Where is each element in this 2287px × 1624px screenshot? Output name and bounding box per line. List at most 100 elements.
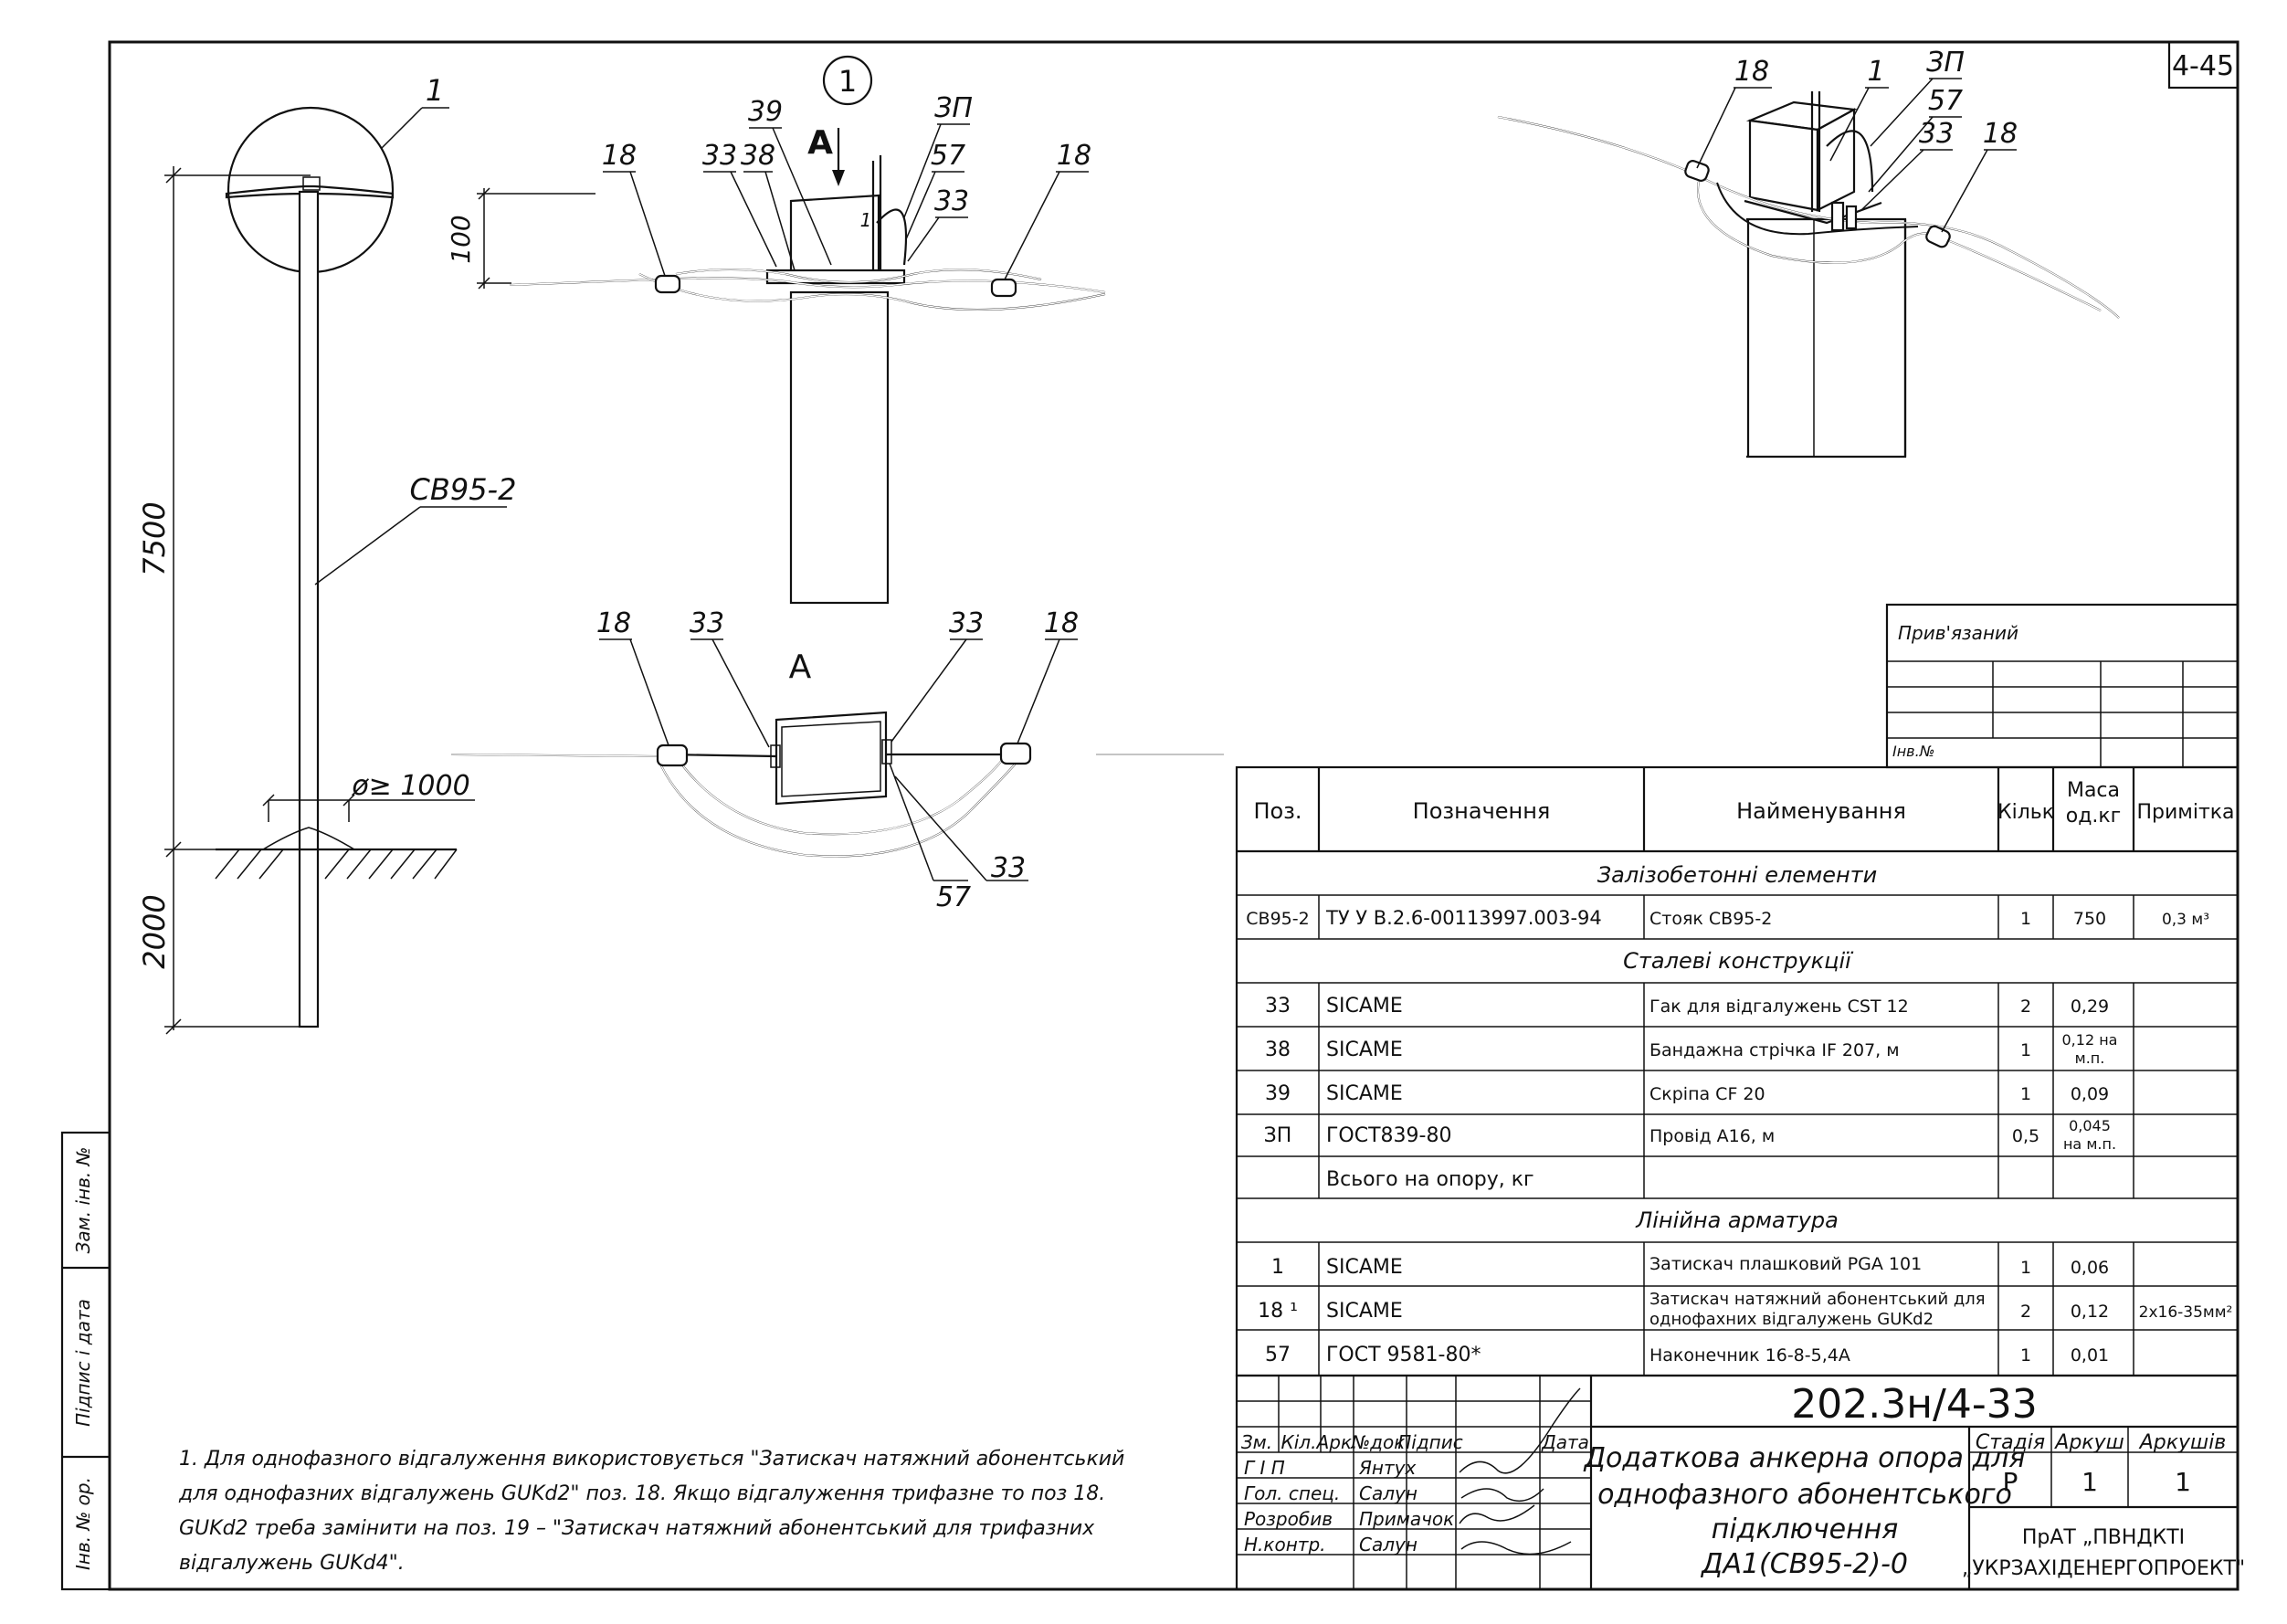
iso-label-1: 1 <box>1867 56 1884 88</box>
spec-head-name: Найменування <box>1736 798 1906 824</box>
note-line-3: GUKd2 треба замінити на поз. 19 – "Затис… <box>179 1517 1095 1540</box>
d1-label-38: 38 <box>741 140 775 172</box>
tb-role-2: Гол. спец. <box>1244 1482 1340 1504</box>
notes: 1. Для однофазного відгалуження використ… <box>178 1448 1124 1575</box>
iso-label-57: 57 <box>1928 85 1963 117</box>
doc-title-2: однофазного абонентського <box>1597 1479 2012 1511</box>
tb-name-3: Примачок <box>1359 1508 1454 1530</box>
note-line-4: відгалужень GUKd4". <box>179 1552 405 1575</box>
doc-title-4: ДА1(СВ95-2)-0 <box>1700 1548 1908 1580</box>
svg-text:1: 1 <box>1271 1256 1284 1279</box>
approval-box: Прив'язаний Інв.№ <box>1885 603 2240 769</box>
spec-section-1: Залізобетонні елементи <box>1597 862 1877 888</box>
spec-section-2: Сталеві конструкції <box>1623 948 1854 974</box>
pole-mark: СВ95-2 <box>410 472 517 507</box>
d1-label-18b: 18 <box>1057 140 1091 172</box>
detail-1-front: 1 A 1 100 <box>446 55 1106 605</box>
note-line-2: для однофазних відгалужень GUKd2" поз. 1… <box>178 1482 1105 1505</box>
svg-text:ГОСТ839-80: ГОСТ839-80 <box>1326 1124 1451 1147</box>
approval-inv: Інв.№ <box>1892 743 1934 760</box>
svg-text:Затискач плашковий PGA 101: Затискач плашковий PGA 101 <box>1649 1254 1922 1274</box>
table-row: Всього на опору, кг <box>1237 1168 2238 1199</box>
tb-name-4: Салун <box>1359 1534 1418 1555</box>
tb-name-2: Салун <box>1359 1482 1418 1504</box>
svg-text:0,3 м³: 0,3 м³ <box>2162 911 2209 929</box>
iso-label-18b: 18 <box>1983 118 2018 150</box>
org-1: ПрАТ „ПВНДКТІ <box>2022 1526 2185 1549</box>
svg-text:Гак для відгалужень CST 12: Гак для відгалужень CST 12 <box>1649 997 1909 1017</box>
svg-text:2: 2 <box>2020 1302 2031 1322</box>
table-row: 33 SICAME Гак для відгалужень CST 12 2 0… <box>1237 995 2238 1028</box>
table-row: ЗП ГОСТ839-80 Провід А16, м 0,5 0,045 на… <box>1237 1117 2238 1157</box>
svg-text:33: 33 <box>1265 995 1291 1018</box>
svg-text:2: 2 <box>2020 997 2031 1017</box>
spec-head-mass-1: Маса <box>2067 779 2120 802</box>
tb-head-ark: Арк. <box>1315 1431 1358 1453</box>
height-below-dim: 2000 <box>137 894 172 968</box>
d1-label-18a: 18 <box>602 140 637 172</box>
svg-text:18 ¹: 18 ¹ <box>1258 1300 1298 1323</box>
spec-head-qty: Кільк <box>1997 801 2054 824</box>
svg-text:SICAME: SICAME <box>1326 1082 1403 1105</box>
va-label-33b: 33 <box>949 607 984 639</box>
title-block: 202.3н/4-33 Зм. Кіл. Арк. №док. Підпис Д… <box>1235 1374 2245 1591</box>
svg-text:1: 1 <box>2020 1345 2031 1366</box>
sheet-head: Аркуш <box>2053 1431 2124 1454</box>
approval-title: Прив'язаний <box>1898 622 2018 644</box>
va-label-33a: 33 <box>690 607 724 639</box>
view-a: A 18 33 33 18 57 <box>450 607 1224 913</box>
d1-label-33a: 33 <box>702 140 737 172</box>
svg-text:1: 1 <box>2020 909 2031 929</box>
svg-text:1: 1 <box>2020 1040 2031 1060</box>
svg-text:ТУ У В.2.6-00113997.003-94: ТУ У В.2.6-00113997.003-94 <box>1325 907 1602 929</box>
svg-text:39: 39 <box>1265 1082 1291 1105</box>
doc-title-3: підключення <box>1712 1513 1899 1545</box>
note-line-1: 1. Для однофазного відгалуження використ… <box>179 1448 1124 1471</box>
view-arrow-label: A <box>807 124 833 162</box>
side-stamp-2: Підпис і дата <box>72 1299 94 1427</box>
va-label-57: 57 <box>936 881 971 913</box>
svg-text:0,12 на: 0,12 на <box>2062 1031 2118 1049</box>
svg-text:Скріпа CF 20: Скріпа CF 20 <box>1649 1084 1765 1104</box>
iso-label-3p: ЗП <box>1926 47 1965 79</box>
iso-label-33: 33 <box>1919 118 1954 150</box>
pole-elevation: 1 СВ95-2 7500 2000 <box>137 73 517 1035</box>
height-above-dim: 7500 <box>137 501 172 575</box>
svg-text:38: 38 <box>1265 1039 1291 1061</box>
svg-text:ГОСТ 9581-80*: ГОСТ 9581-80* <box>1326 1344 1481 1366</box>
svg-text:0,12: 0,12 <box>2071 1302 2109 1322</box>
table-row: 39 SICAME Скріпа CF 20 1 0,09 <box>1237 1082 2238 1115</box>
svg-text:Бандажна стрічка IF 207, м: Бандажна стрічка IF 207, м <box>1649 1040 1900 1060</box>
dim-100: 100 <box>446 215 476 263</box>
diameter-dim: ø≥ 1000 <box>351 770 469 802</box>
spec-head-designation: Позначення <box>1413 798 1551 824</box>
table-row: 57 ГОСТ 9581-80* Наконечник 16-8-5,4А 1 … <box>1265 1344 2109 1366</box>
svg-text:0,045: 0,045 <box>2069 1117 2111 1134</box>
svg-text:0,5: 0,5 <box>2012 1126 2039 1146</box>
svg-text:0,09: 0,09 <box>2071 1084 2109 1104</box>
tb-name-1: Янтух <box>1358 1457 1416 1479</box>
svg-text:SICAME: SICAME <box>1326 1300 1403 1323</box>
svg-text:0,01: 0,01 <box>2071 1345 2109 1366</box>
iso-view: 18 1 ЗП 57 33 18 <box>1497 47 2120 459</box>
table-row: 38 SICAME Бандажна стрічка IF 207, м 1 0… <box>1237 1031 2238 1071</box>
sheets-head: Аркушів <box>2138 1431 2227 1454</box>
iso-label-18a: 18 <box>1734 56 1769 88</box>
svg-text:1: 1 <box>2020 1084 2031 1104</box>
stage-value: Р <box>2003 1467 2018 1497</box>
tb-head-kil: Кіл. <box>1281 1431 1317 1453</box>
stage-head: Стадія <box>1976 1431 2045 1454</box>
detail-1-circle-number: 1 <box>838 64 857 99</box>
svg-text:СВ95-2: СВ95-2 <box>1246 909 1309 929</box>
side-stamp-3: Інв. № ор. <box>72 1477 94 1570</box>
svg-text:0,29: 0,29 <box>2071 997 2109 1017</box>
signatures <box>1459 1387 1581 1555</box>
table-row: 18 ¹ SICAME Затискач натяжний абонентськ… <box>1237 1290 2238 1331</box>
svg-text:Наконечник 16-8-5,4А: Наконечник 16-8-5,4А <box>1649 1345 1850 1366</box>
d1-label-33b: 33 <box>934 185 969 217</box>
svg-text:750: 750 <box>2073 909 2106 929</box>
sheet-number: 4-45 <box>2167 40 2240 90</box>
va-label-18b: 18 <box>1044 607 1079 639</box>
svg-text:Провід А16, м: Провід А16, м <box>1649 1126 1775 1146</box>
svg-text:Затискач натяжний абонентський: Затискач натяжний абонентський для <box>1649 1290 1986 1309</box>
